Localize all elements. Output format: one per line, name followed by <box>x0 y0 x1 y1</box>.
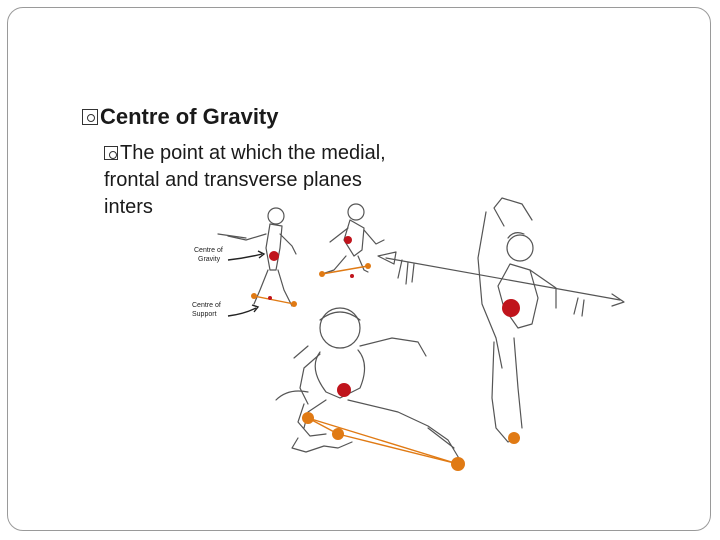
centre-of-gravity-marker <box>344 236 352 244</box>
support-line-runner <box>321 265 369 275</box>
centre-of-gravity-marker <box>269 251 279 261</box>
centre-of-gravity-marker <box>350 274 354 278</box>
support-arrow <box>227 307 257 317</box>
support-point <box>302 412 314 424</box>
label-support-line2: Support <box>192 311 217 318</box>
gravity-arrow-head <box>257 250 266 259</box>
support-line-crouch-2 <box>337 433 459 465</box>
slide: Centre of Gravity Centre of Support Cent… <box>7 7 711 531</box>
sub-bullet-line-3: inters <box>104 196 153 218</box>
support-point <box>451 457 465 471</box>
sub-bullet-line-1: The point at which the medial, <box>104 140 464 167</box>
gravity-arrow <box>227 253 263 261</box>
bullet-glyph-icon <box>104 146 118 160</box>
sub-bullet-text-1: The point at which the medial, <box>120 142 386 164</box>
label-gravity-line1: Centre of <box>194 247 223 254</box>
label-gravity-line2: Gravity <box>198 256 221 263</box>
centre-of-gravity-marker <box>268 296 272 300</box>
support-line-archer <box>253 295 295 305</box>
centre-of-gravity-marker <box>337 383 351 397</box>
slide-title: Centre of Gravity <box>82 104 279 130</box>
support-point <box>319 271 325 277</box>
support-line-crouch-1 <box>307 417 459 465</box>
support-arrow-head <box>251 304 260 313</box>
support-point <box>508 432 520 444</box>
support-point <box>332 428 344 440</box>
sub-bullet: The point at which the medial, frontal a… <box>104 140 464 221</box>
sub-bullet-line-2: frontal and transverse planes <box>104 169 362 191</box>
support-point <box>365 263 371 269</box>
centre-of-gravity-illustration: Centre of Gravity Centre of Support <box>192 197 625 471</box>
slide-title-text: Centre of Gravity <box>100 104 279 129</box>
figure-high-kick <box>377 197 625 443</box>
figure-standing-archer <box>217 207 297 307</box>
figure-crouching <box>275 307 461 461</box>
support-point <box>291 301 297 307</box>
bullet-glyph-icon <box>82 109 98 125</box>
label-support-line1: Centre of <box>192 302 221 309</box>
centre-of-gravity-marker <box>502 299 520 317</box>
support-point <box>251 293 257 299</box>
